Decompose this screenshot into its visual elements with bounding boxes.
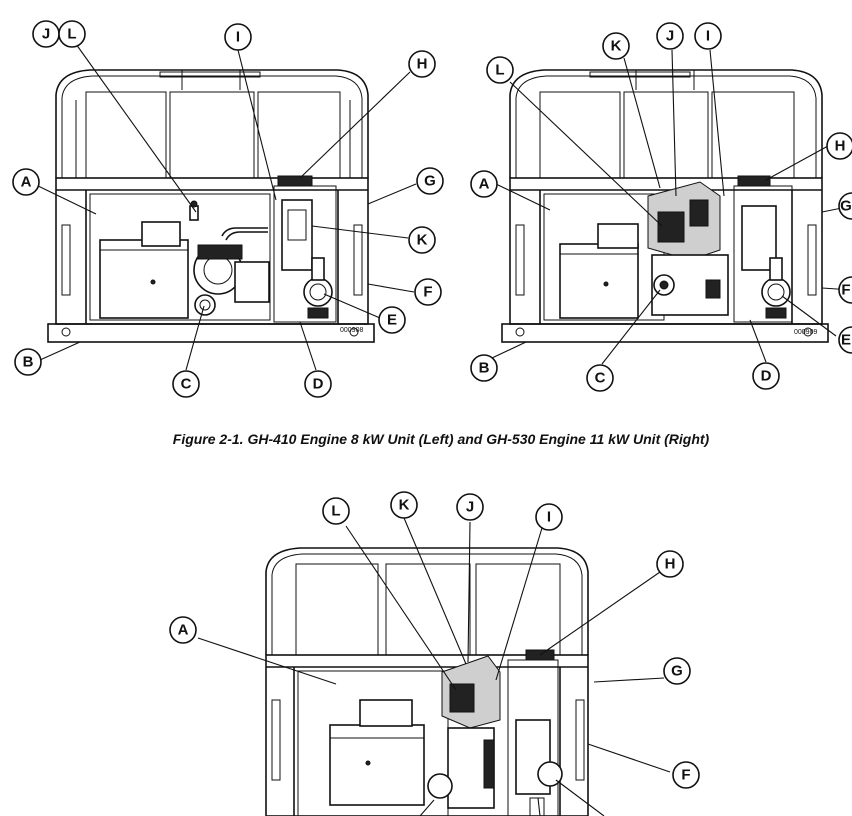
svg-text:F: F <box>423 284 432 301</box>
svg-text:G: G <box>424 173 436 190</box>
svg-text:I: I <box>547 509 551 526</box>
callout-unit3-F: F <box>672 761 700 789</box>
svg-text:B: B <box>479 360 490 377</box>
svg-text:A: A <box>21 174 32 191</box>
unit-gh530-drawing: 000909 <box>501 69 829 343</box>
svg-text:F: F <box>841 282 850 299</box>
callout-unit2-F: F <box>838 276 852 304</box>
svg-text:A: A <box>479 176 490 193</box>
callout-unit1-I: I <box>224 23 252 51</box>
callout-unit3-K: K <box>390 491 418 519</box>
svg-text:G: G <box>840 198 852 215</box>
svg-text:A: A <box>178 622 189 639</box>
svg-text:B: B <box>23 354 34 371</box>
callout-unit1-E: E <box>378 306 406 334</box>
svg-text:E: E <box>841 332 851 349</box>
svg-text:H: H <box>665 556 676 573</box>
svg-text:J: J <box>466 499 474 516</box>
callout-unit1-B: B <box>14 348 42 376</box>
callout-unit3-I: I <box>535 503 563 531</box>
callout-unit2-B: B <box>470 354 498 382</box>
svg-text:J: J <box>666 28 674 45</box>
callout-unit2-L: L <box>486 56 514 84</box>
callout-unit2-K: K <box>602 32 630 60</box>
svg-text:L: L <box>495 62 504 79</box>
callout-unit1-C: C <box>172 370 200 398</box>
svg-text:K: K <box>417 232 428 249</box>
svg-text:C: C <box>181 376 192 393</box>
callout-unit3-A: A <box>169 616 197 644</box>
callout-labels: J L I H A G K F E B C D K J I L H A G F … <box>12 20 852 789</box>
drawing-code-unit1: 000908 <box>340 327 363 334</box>
callout-unit2-A: A <box>470 170 498 198</box>
svg-text:D: D <box>761 368 772 385</box>
svg-text:I: I <box>706 28 710 45</box>
callout-unit3-J: J <box>456 493 484 521</box>
svg-text:K: K <box>399 497 410 514</box>
svg-text:K: K <box>611 38 622 55</box>
callout-unit1-F: F <box>414 278 442 306</box>
callout-unit2-J: J <box>656 22 684 50</box>
callout-unit2-C: C <box>586 364 614 392</box>
svg-text:L: L <box>67 26 76 43</box>
svg-text:G: G <box>671 663 683 680</box>
callout-unit1-A: A <box>12 168 40 196</box>
svg-text:C: C <box>595 370 606 387</box>
callout-unit1-L: L <box>58 20 86 48</box>
callout-unit1-K: K <box>408 226 436 254</box>
unit-bottom-drawing <box>265 547 589 816</box>
callout-unit3-H: H <box>656 550 684 578</box>
figure-caption: Figure 2-1. GH-410 Engine 8 kW Unit (Lef… <box>172 431 710 447</box>
svg-text:F: F <box>681 767 690 784</box>
callout-unit2-D: D <box>752 362 780 390</box>
callout-unit2-G: G <box>838 192 852 220</box>
svg-text:J: J <box>42 26 50 43</box>
callout-unit3-G: G <box>663 657 691 685</box>
callout-unit2-H: H <box>826 132 852 160</box>
drawing-code-unit2: 000909 <box>794 329 817 336</box>
callout-unit1-J: J <box>32 20 60 48</box>
callout-unit2-E: E <box>838 326 852 354</box>
callout-unit1-H: H <box>408 50 436 78</box>
callout-unit1-D: D <box>304 370 332 398</box>
svg-text:E: E <box>387 312 397 329</box>
svg-text:H: H <box>417 56 428 73</box>
svg-text:I: I <box>236 29 240 46</box>
callout-unit1-G: G <box>416 167 444 195</box>
callout-unit2-I: I <box>694 22 722 50</box>
svg-text:H: H <box>835 138 846 155</box>
callout-unit3-L: L <box>322 497 350 525</box>
svg-text:D: D <box>313 376 324 393</box>
unit-gh410-drawing: 000908 <box>47 69 375 343</box>
svg-text:L: L <box>331 503 340 520</box>
